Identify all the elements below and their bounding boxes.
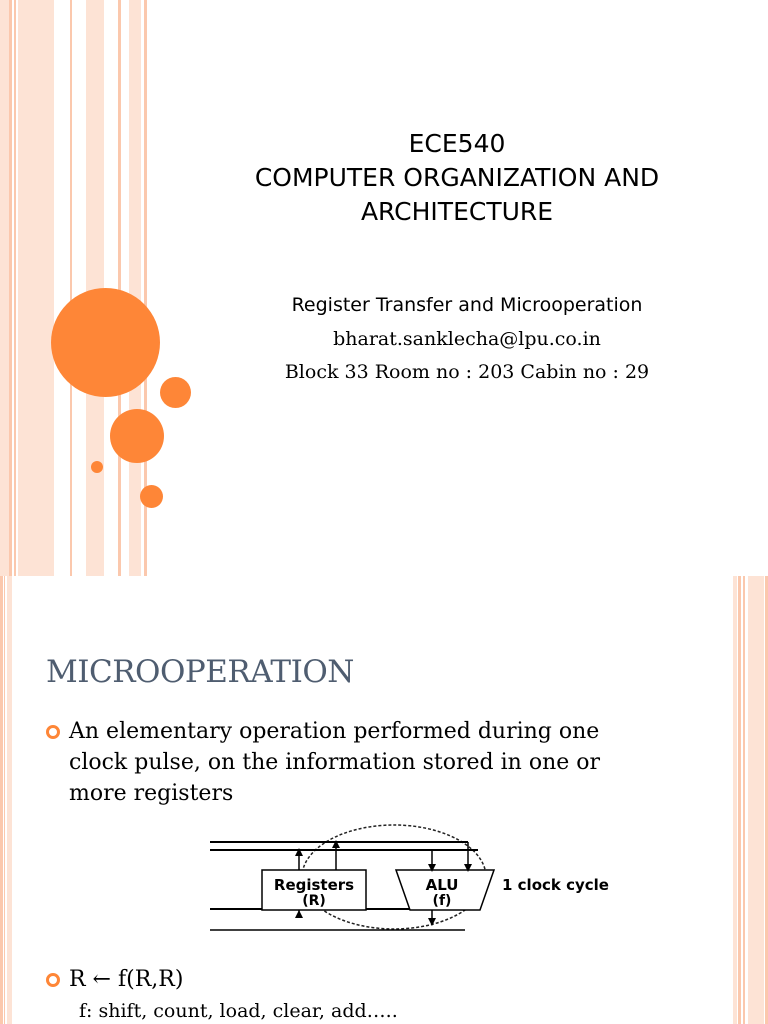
slide-subtitle: Register Transfer and Microoperation bbox=[291, 294, 643, 316]
clock-cycle-label: 1 clock cycle bbox=[502, 876, 609, 894]
decorative-circle bbox=[110, 409, 164, 463]
arrow-up-icon bbox=[332, 840, 340, 848]
decorative-stripe bbox=[743, 576, 745, 1024]
arrow-up-icon bbox=[295, 910, 303, 918]
decorative-stripe bbox=[7, 576, 12, 1024]
content-slide: MICROOPERATION An elementary operation p… bbox=[0, 576, 768, 1024]
title-line-1: ECE540 bbox=[408, 129, 506, 158]
title-line-2: COMPUTER ORGANIZATION AND bbox=[254, 163, 660, 192]
registers-sub-label: (R) bbox=[302, 893, 326, 909]
bullet-text-line: An elementary operation performed during… bbox=[69, 719, 600, 744]
bullet-text-line: more registers bbox=[69, 781, 234, 806]
slide-title: ECE540 COMPUTER ORGANIZATION AND ARCHITE… bbox=[147, 127, 767, 229]
title-slide: ECE540 COMPUTER ORGANIZATION AND ARCHITE… bbox=[0, 0, 767, 576]
author-location: Block 33 Room no : 203 Cabin no : 29 bbox=[284, 361, 650, 383]
author-email: bharat.sanklecha@lpu.co.in bbox=[333, 328, 601, 350]
bullet-icon bbox=[46, 725, 60, 739]
arrow-down-icon bbox=[428, 864, 436, 872]
decorative-stripe bbox=[733, 576, 737, 1024]
decorative-circle bbox=[160, 377, 191, 408]
slide-title: MICROOPERATION bbox=[46, 654, 354, 690]
decorative-stripe bbox=[0, 0, 9, 576]
registers-label: Registers bbox=[274, 876, 354, 894]
arrow-down-icon bbox=[428, 918, 436, 926]
decorative-circle bbox=[140, 485, 163, 508]
alu-box bbox=[394, 869, 496, 911]
sub-bullet-text: f: shift, count, load, clear, add….. bbox=[79, 1000, 398, 1022]
decorative-stripe bbox=[4, 576, 5, 1024]
decorative-stripe bbox=[14, 0, 16, 576]
title-line-3: ARCHITECTURE bbox=[360, 197, 554, 226]
decorative-stripe bbox=[129, 0, 141, 576]
decorative-stripe bbox=[765, 576, 768, 1024]
alu-label: ALU bbox=[426, 876, 459, 894]
decorative-stripe bbox=[0, 576, 3, 1024]
bullet-icon bbox=[46, 973, 60, 987]
decorative-stripe bbox=[18, 0, 54, 576]
alu-sub-label: (f) bbox=[433, 893, 452, 909]
decorative-stripe bbox=[70, 0, 72, 576]
decorative-stripe bbox=[9, 0, 12, 576]
arrow-down-icon bbox=[464, 864, 472, 872]
microoperation-diagram: Registers (R) ALU (f) 1 clock cycle bbox=[210, 824, 609, 931]
decorative-circle bbox=[91, 461, 103, 473]
decorative-stripe bbox=[118, 0, 121, 576]
bullet-text-line: clock pulse, on the information stored i… bbox=[69, 750, 601, 775]
bullet-text: R ← f(R,R) bbox=[69, 967, 184, 992]
decorative-circle bbox=[51, 288, 160, 397]
registers-box bbox=[261, 869, 367, 911]
decorative-stripe bbox=[748, 576, 764, 1024]
arrow-up-icon bbox=[295, 848, 303, 856]
decorative-stripe bbox=[738, 576, 741, 1024]
decorative-stripe bbox=[144, 0, 147, 576]
